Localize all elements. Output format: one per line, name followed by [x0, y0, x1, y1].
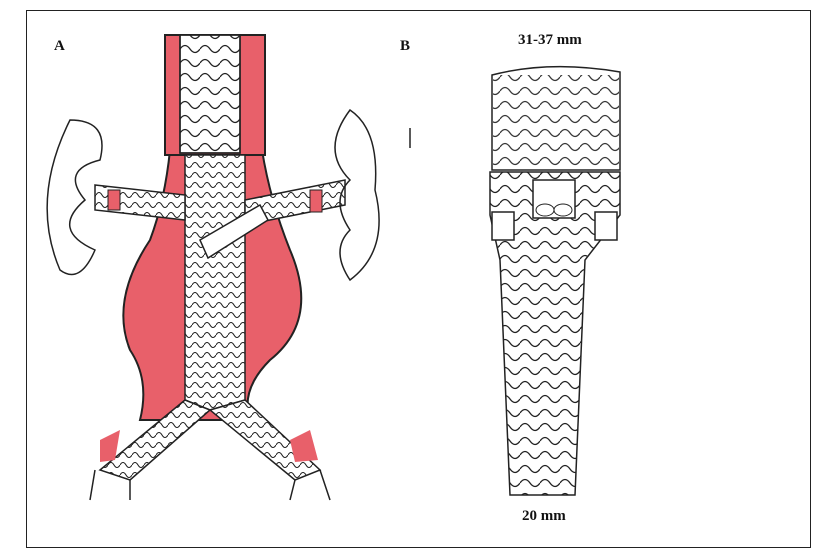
- panel-b-label: B: [400, 38, 411, 54]
- left-kidney: [46, 119, 103, 276]
- right-fenestration: [594, 211, 618, 241]
- panel-b-drawing: [409, 65, 621, 496]
- panel-a-drawing: [46, 34, 380, 501]
- left-fenestration: [491, 211, 515, 241]
- right-kidney: [334, 108, 380, 282]
- figure-frame: [26, 10, 811, 548]
- visceral-branch: [199, 203, 269, 260]
- top-diameter-label: 31-37 mm: [518, 32, 582, 48]
- panel-a-label: A: [54, 38, 65, 54]
- branch-window: [532, 179, 576, 219]
- bottom-diameter-label: 20 mm: [522, 508, 566, 524]
